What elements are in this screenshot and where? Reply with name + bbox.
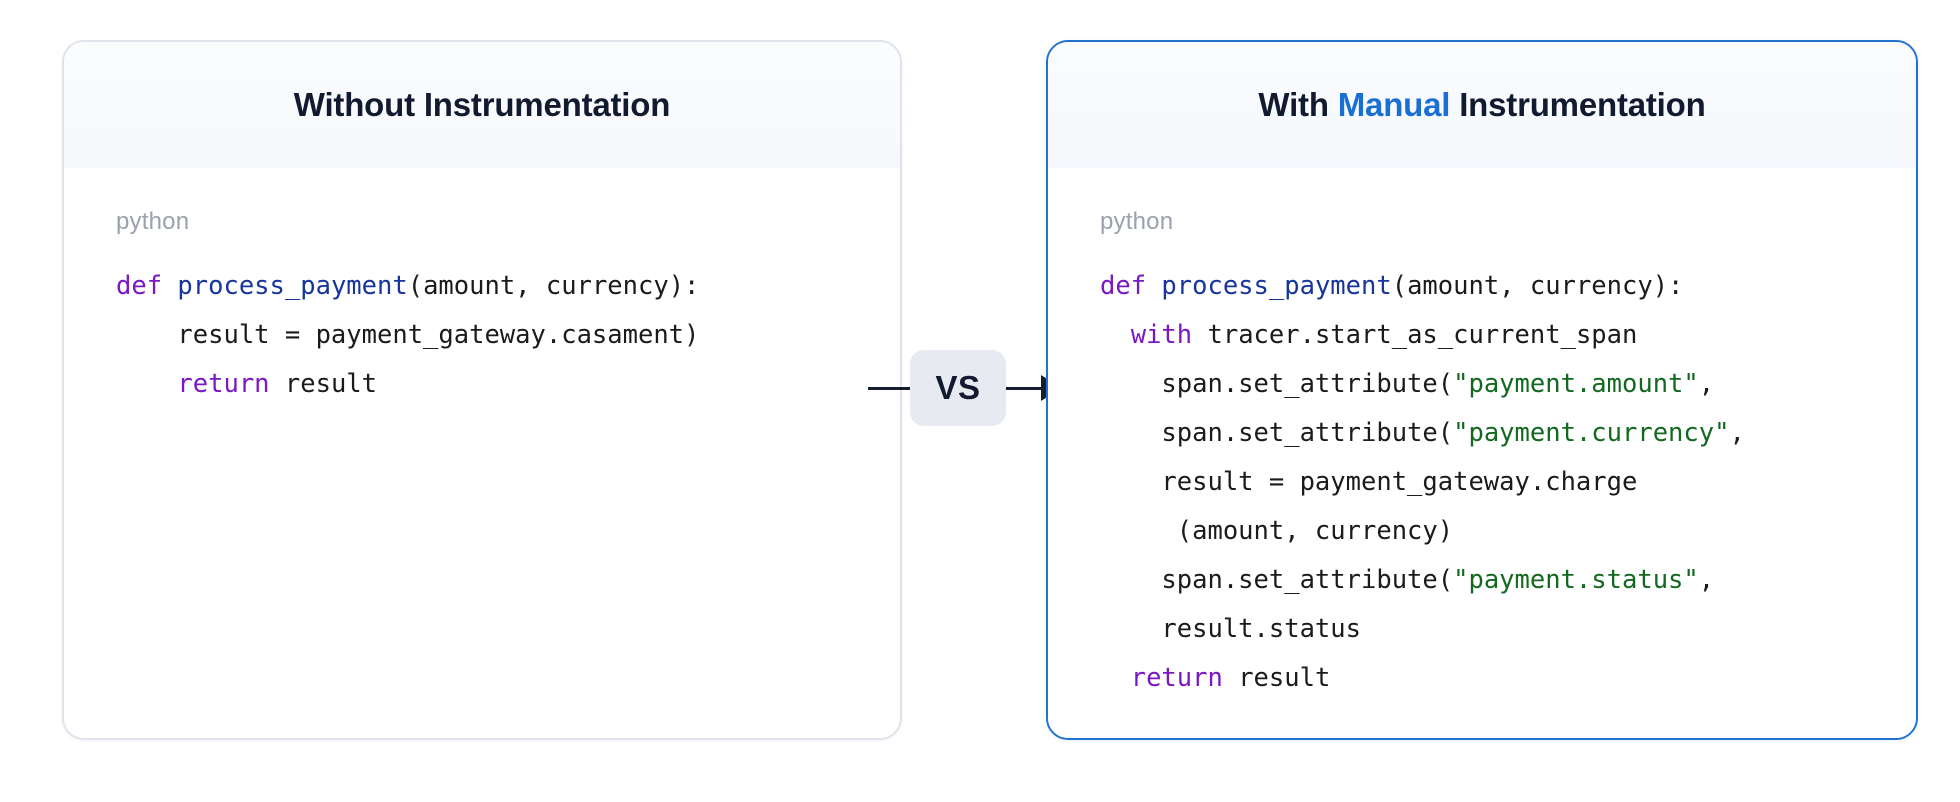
code-token: result [269,369,378,399]
code-line: def process_payment(amount, currency): [1100,262,1870,311]
code-token: "payment.currency" [1453,418,1730,448]
language-label-right: python [1100,208,1174,235]
code-token: tracer.start_as_current_span [1192,320,1638,350]
code-token: span.set_attribute( [1100,565,1454,595]
code-token: with [1130,320,1193,350]
code-token: return [177,369,270,399]
code-token: process_payment [1161,271,1392,301]
code-token: (amount, currency): [1391,271,1684,301]
code-block-left: def process_payment(amount, currency): r… [116,262,854,409]
code-token: result [1222,663,1331,693]
code-token: (amount, currency) [1100,516,1454,546]
code-token: "payment.amount" [1453,369,1699,399]
code-token: "payment.status" [1453,565,1699,595]
code-token: , [1698,369,1715,399]
code-token: result.status [1100,614,1361,644]
connector-line-left [868,386,910,390]
code-token: , [1729,418,1745,448]
panel-with-manual-instrumentation: With Manual Instrumentation python def p… [1046,40,1918,740]
code-token: span.set_attribute( [1100,418,1454,448]
connector-line-right [1006,386,1042,390]
code-token: , [1698,565,1715,595]
code-line: result = payment_gateway.charge [1100,458,1870,507]
code-line: result = payment_gateway.casament) [116,311,854,360]
language-label-left: python [116,208,190,235]
code-token: (amount, currency): [407,271,700,301]
code-token: result = payment_gateway.charge [1100,467,1638,497]
code-token: span.set_attribute( [1100,369,1454,399]
code-token [1100,663,1131,693]
panel-title-with-manual-instrumentation: With Manual Instrumentation [1258,86,1705,124]
panel-title-suffix: Instrumentation [1450,86,1706,123]
panel-without-instrumentation: Without Instrumentation python def proce… [62,40,902,740]
code-token: def [116,271,178,301]
code-token: def [1100,271,1162,301]
panel-title-without-instrumentation: Without Instrumentation [293,86,671,124]
code-token [1100,320,1131,350]
code-token: return [1130,663,1223,693]
panel-body-without-instrumentation: python def process_payment(amount, curre… [64,168,900,738]
vs-badge: VS [910,350,1006,426]
code-line: with tracer.start_as_current_span [1100,311,1870,360]
vs-connector: VS [868,340,1080,436]
panel-body-with-manual-instrumentation: python def process_payment(amount, curre… [1048,168,1916,738]
code-line: return result [116,360,854,409]
code-token: process_payment [177,271,408,301]
panel-title-text-left: Without Instrumentation [293,86,671,123]
code-line: return result [1100,654,1870,703]
code-line: span.set_attribute("payment.amount", [1100,360,1870,409]
code-block-right: def process_payment(amount, currency): w… [1100,262,1870,703]
code-line: def process_payment(amount, currency): [116,262,854,311]
code-line: span.set_attribute("payment.status", [1100,556,1870,605]
code-line: result.status [1100,605,1870,654]
panel-title-prefix: With [1258,86,1338,123]
panel-title-accent-word: Manual [1337,86,1451,123]
panel-header-with-manual-instrumentation: With Manual Instrumentation [1048,42,1916,168]
code-token: result = payment_gateway.casament) [116,320,700,350]
code-line: span.set_attribute("payment.currency", [1100,409,1870,458]
code-line: (amount, currency) [1100,507,1870,556]
code-token [116,369,177,399]
panel-header-without-instrumentation: Without Instrumentation [64,42,900,168]
